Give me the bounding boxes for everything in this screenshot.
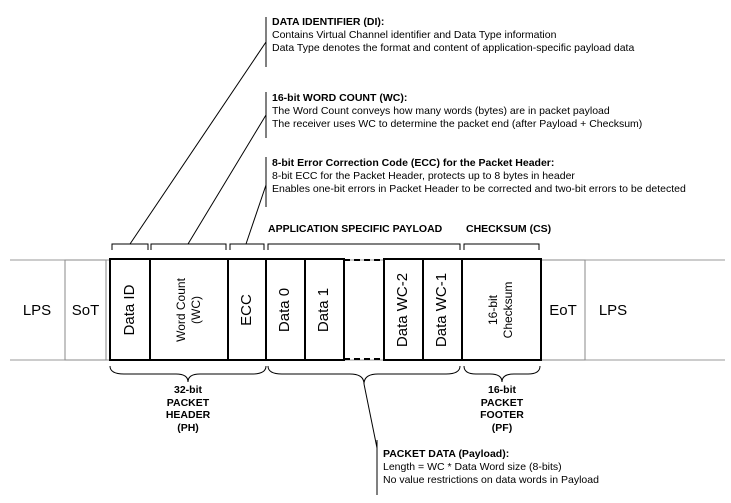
- data-identifier-annotation: DATA IDENTIFIER (DI): Contains Virtual C…: [272, 16, 634, 54]
- data0-label: Data 0: [276, 287, 293, 333]
- checksum-label: 16-bit Checksum: [486, 260, 516, 360]
- data-wc2-label: Data WC-2: [394, 272, 411, 348]
- data-wc1-label: Data WC-1: [433, 272, 450, 348]
- word-count-label-line: Word Count: [174, 278, 188, 342]
- checksum-box: [461, 258, 542, 361]
- word-count-line: The receiver uses WC to determine the pa…: [272, 117, 643, 130]
- payload-brace: [267, 365, 461, 385]
- header-brace: [109, 365, 267, 383]
- packet-header-line: PACKET: [166, 396, 210, 409]
- footer-brace: [463, 365, 541, 383]
- data-identifier-line: Contains Virtual Channel identifier and …: [272, 29, 557, 41]
- data-id-label: Data ID: [121, 284, 138, 336]
- ecc-leader: [245, 184, 267, 245]
- word-count-title: 16-bit WORD COUNT (WC):: [272, 92, 408, 104]
- ecc-label: ECC: [238, 294, 255, 326]
- wc-top-bracket: [150, 243, 227, 250]
- packet-footer-line: 16-bit: [487, 384, 516, 396]
- data-identifier-title: DATA IDENTIFIER (DI):: [272, 16, 385, 28]
- lps-right-label: LPS: [598, 301, 628, 319]
- pd-leader: [363, 383, 378, 449]
- checksum-section-label: CHECKSUM (CS): [466, 223, 552, 235]
- payload-top-bracket: [267, 243, 461, 250]
- packet-footer-line: (PF): [491, 421, 513, 434]
- word-count-label-line: (WC): [189, 296, 203, 324]
- packet-data-line: No value restrictions on data words in P…: [383, 473, 599, 486]
- payload-section-label: APPLICATION SPECIFIC PAYLOAD: [268, 223, 443, 235]
- packet-data-title: PACKET DATA (Payload):: [383, 448, 510, 460]
- word-count-line: The Word Count conveys how many words (b…: [272, 105, 610, 117]
- data-identifier-line: Data Type denotes the format and content…: [272, 41, 635, 54]
- word-count-annotation: 16-bit WORD COUNT (WC): The Word Count c…: [272, 92, 642, 130]
- sot-label: SoT: [71, 301, 100, 319]
- data-wc1-box: [422, 258, 463, 361]
- packet-header-label: 32-bit PACKET HEADER (PH): [148, 384, 228, 434]
- packet-header-line: HEADER: [165, 409, 211, 421]
- data1-box: [304, 258, 345, 361]
- packet-footer-line: FOOTER: [480, 409, 524, 421]
- packet-data-annotation: PACKET DATA (Payload): Length = WC * Dat…: [383, 448, 599, 486]
- eot-box: [540, 259, 586, 361]
- word-count-label: Word Count (WC): [174, 260, 204, 360]
- ecc-top-bracket: [229, 243, 265, 250]
- packet-data-line: Length = WC * Data Word size (8-bits): [383, 461, 562, 473]
- packet-footer-label: 16-bit PACKET FOOTER (PF): [462, 384, 542, 434]
- lps-left-label: LPS: [22, 301, 52, 319]
- ecc-title: 8-bit Error Correction Code (ECC) for th…: [272, 157, 555, 169]
- checksum-label-line: Checksum: [501, 281, 515, 339]
- wc-leader: [187, 114, 267, 245]
- packet-footer-line: PACKET: [480, 396, 524, 409]
- word-count-box: [149, 258, 229, 361]
- data0-box: [265, 258, 306, 361]
- packet-header-line: 32-bit: [173, 384, 202, 396]
- di-leader: [129, 41, 267, 245]
- packet-header-line: (PH): [177, 421, 199, 434]
- data1-label: Data 1: [315, 287, 332, 333]
- di-top-bracket: [111, 243, 149, 250]
- ecc-line: 8-bit ECC for the Packet Header, protect…: [272, 170, 575, 182]
- checksum-top-bracket: [463, 243, 540, 250]
- sot-box: [64, 259, 107, 361]
- data-id-box: [109, 258, 151, 361]
- checksum-label-line: 16-bit: [486, 294, 500, 326]
- eot-label: EoT: [549, 301, 577, 319]
- data-wc2-box: [383, 258, 424, 361]
- ecc-line: Enables one-bit errors in Packet Header …: [272, 182, 686, 195]
- ecc-annotation: 8-bit Error Correction Code (ECC) for th…: [272, 157, 686, 195]
